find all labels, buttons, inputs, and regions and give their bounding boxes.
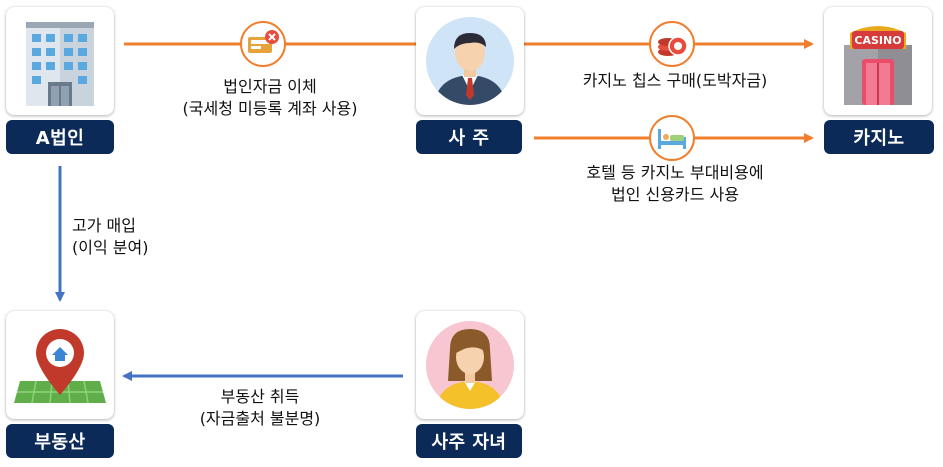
owner-card	[416, 7, 524, 115]
hotel-caption-line2: 법인 신용카드 사용	[611, 185, 739, 204]
transfer-caption-line2: (국세청 미등록 계좌 사용)	[182, 99, 358, 118]
purchase-caption-line1: 고가 매입	[72, 216, 136, 235]
child-card	[416, 311, 524, 419]
casino-sign-text: CASINO	[854, 34, 901, 47]
location-map-pin-icon	[14, 329, 106, 404]
casino-chips-icon	[658, 36, 688, 56]
hotel-caption-line1: 호텔 등 카지노 부대비용에	[586, 163, 764, 182]
acquire-caption: 부동산 취득 (자금출처 불분명)	[160, 386, 360, 430]
child-label: 사주 자녀	[416, 424, 522, 458]
casino-building-icon: CASINO	[844, 26, 912, 105]
hotel-badge	[649, 115, 695, 161]
acquire-caption-line2: (자금출처 불분명)	[199, 409, 321, 428]
casino-card: CASINO	[824, 7, 932, 115]
hotel-bed-icon	[658, 129, 686, 149]
office-building-icon	[26, 22, 94, 106]
realestate-label: 부동산	[6, 424, 114, 458]
owner-label: 사 주	[416, 120, 522, 154]
businessman-avatar-icon	[426, 17, 514, 105]
purchase-caption-line2: (이익 분여)	[72, 238, 149, 257]
woman-avatar-icon	[426, 321, 514, 409]
chips-caption-line1: 카지노 칩스 구매(도박자금)	[582, 71, 768, 90]
casino-label: 카지노	[824, 120, 934, 154]
transfer-caption-line1: 법인자금 이체	[223, 77, 317, 96]
transfer-caption: 법인자금 이체 (국세청 미등록 계좌 사용)	[150, 76, 390, 120]
acquire-caption-line1: 부동산 취득	[220, 387, 300, 406]
bank-transfer-icon	[248, 30, 279, 53]
chips-caption: 카지노 칩스 구매(도박자금)	[555, 70, 795, 92]
chips-badge	[649, 21, 695, 67]
company-card	[6, 7, 114, 115]
realestate-card	[6, 311, 114, 419]
company-label: A법인	[6, 120, 114, 154]
hotel-caption: 호텔 등 카지노 부대비용에 법인 신용카드 사용	[540, 162, 810, 206]
purchase-caption: 고가 매입 (이익 분여)	[72, 215, 148, 259]
transfer-badge	[240, 21, 286, 67]
